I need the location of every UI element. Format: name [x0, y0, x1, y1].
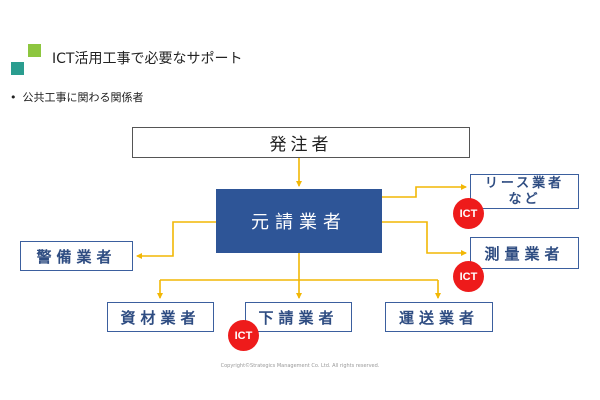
connector-main-to-guard — [136, 221, 216, 259]
ict-badge-subcontractor: ICT — [228, 320, 259, 351]
subcontractor-box: 下請業者 — [245, 302, 352, 332]
connector-main-to-lease — [382, 184, 467, 198]
materials-supplier-box: 資材業者 — [107, 302, 214, 332]
bullet-item: • 公共工事に関わる関係者 — [10, 89, 144, 105]
slide-title: ICT活用工事で必要なサポート — [52, 51, 243, 67]
bullet-icon: • — [10, 91, 17, 104]
lease-company-box: リース業者 など — [470, 174, 579, 209]
bullet-text: 公共工事に関わる関係者 — [22, 91, 144, 104]
connector-main-to-survey — [382, 221, 467, 256]
security-company-box: 警備業者 — [20, 241, 133, 271]
accent-square-green — [28, 44, 41, 57]
accent-square-teal — [11, 62, 24, 75]
orderer-box: 発注者 — [132, 127, 470, 158]
transport-company-box: 運送業者 — [385, 302, 493, 332]
lease-company-sublabel: など — [508, 191, 541, 207]
prime-contractor-box: 元請業者 — [216, 189, 382, 253]
surveyor-box: 測量業者 — [470, 237, 579, 269]
lease-company-label: リース業者 — [484, 175, 565, 191]
copyright-footer: Copyright©Strategics Management Co. Ltd.… — [220, 363, 380, 369]
connector-group — [136, 158, 467, 299]
ict-badge-lease: ICT — [453, 198, 484, 229]
ict-badge-survey: ICT — [453, 261, 484, 292]
